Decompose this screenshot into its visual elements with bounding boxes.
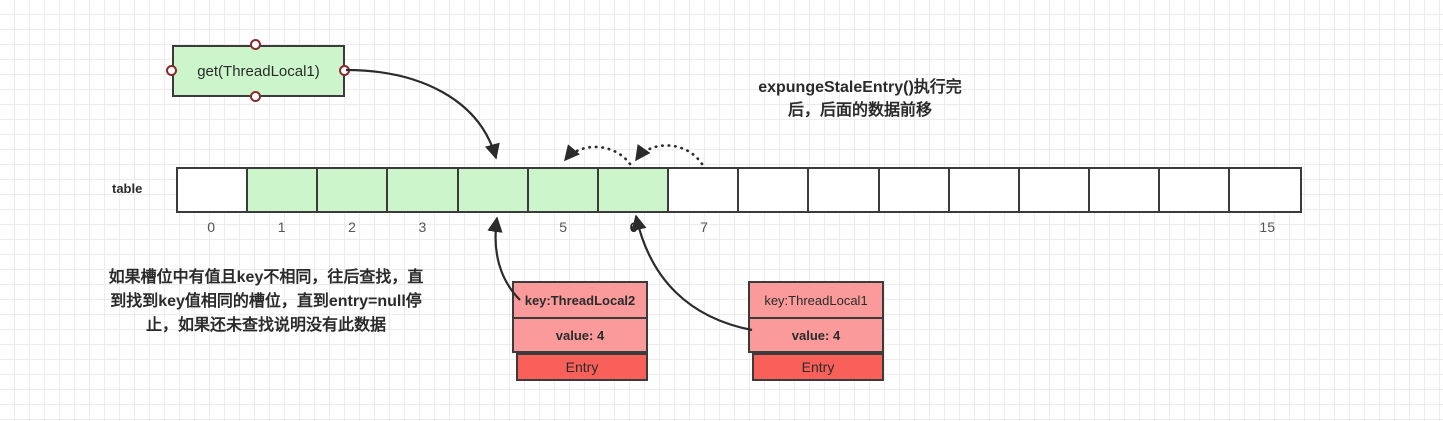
table-index-7: 7 — [700, 219, 708, 235]
table-index-3: 3 — [418, 219, 427, 235]
entry-key: key:ThreadLocal1 — [748, 281, 884, 317]
table-row — [176, 167, 1303, 213]
entry-box-threadlocal1[interactable]: key:ThreadLocal1 value: 4 Entry — [748, 281, 884, 381]
note-line3: 止，如果还未查找说明没有此数据 — [145, 317, 386, 334]
entry-footer: Entry — [516, 353, 648, 381]
connection-handle-top[interactable] — [250, 39, 261, 50]
table-index-15: 15 — [1259, 219, 1275, 235]
table-cell-3[interactable] — [388, 169, 459, 211]
connection-handle-bottom[interactable] — [250, 91, 261, 102]
get-threadlocal-process-box[interactable]: get(ThreadLocal1) — [172, 45, 345, 97]
table-cell-6[interactable] — [598, 169, 670, 211]
table-cell-1[interactable] — [248, 169, 319, 211]
table-index-1: 1 — [277, 219, 286, 235]
table-index-4: 4 — [488, 219, 497, 235]
table-cell-12[interactable] — [1019, 169, 1091, 211]
diagram-title: expungeStaleEntry()执行完 后，后面的数据前移 — [700, 76, 1020, 122]
table-cell-15[interactable] — [1230, 169, 1301, 211]
connection-handle-right[interactable] — [339, 65, 350, 76]
table-cell-8[interactable] — [739, 169, 810, 211]
note-line2: 到找到key值相同的槽位，直到entry=null停 — [110, 293, 422, 310]
connection-handle-left[interactable] — [166, 65, 177, 76]
note-line1: 如果槽位中有值且key不相同，往后查找，直 — [108, 269, 424, 286]
entry-key: key:ThreadLocal2 — [512, 281, 648, 317]
explanatory-note: 如果槽位中有值且key不相同，往后查找，直 到找到key值相同的槽位，直到ent… — [46, 266, 486, 338]
entry-footer: Entry — [752, 353, 884, 381]
table-cell-2[interactable] — [318, 169, 389, 211]
table-index-0: 0 — [207, 219, 216, 235]
dotted-arrow-shift-7-to-6 — [634, 144, 704, 166]
table-cell-4[interactable] — [458, 169, 529, 211]
table-cell-14[interactable] — [1160, 169, 1231, 211]
table-cell-13[interactable] — [1090, 169, 1161, 211]
table-index-6: 6 — [629, 219, 638, 235]
diagram-title-line1: expungeStaleEntry()执行完 — [758, 79, 962, 96]
dotted-arrow-shift-6-to-5 — [563, 144, 632, 166]
table-index-5: 5 — [559, 219, 568, 235]
table-cell-0[interactable] — [178, 169, 249, 211]
process-box-label: get(ThreadLocal1) — [197, 62, 320, 80]
table-cell-9[interactable] — [809, 169, 880, 211]
entry-value: value: 4 — [512, 317, 648, 353]
entry-box-threadlocal2[interactable]: key:ThreadLocal2 value: 4 Entry — [512, 281, 648, 381]
table-index-2: 2 — [348, 219, 356, 235]
arrow-get-to-slot4 — [345, 68, 500, 160]
table-label: table — [112, 181, 143, 196]
table-cell-7[interactable] — [669, 169, 740, 211]
table-cell-10[interactable] — [879, 169, 950, 211]
entry-value: value: 4 — [748, 317, 884, 353]
diagram-title-line2: 后，后面的数据前移 — [787, 102, 932, 120]
table-cell-5[interactable] — [528, 169, 599, 211]
table-cell-11[interactable] — [949, 169, 1020, 211]
